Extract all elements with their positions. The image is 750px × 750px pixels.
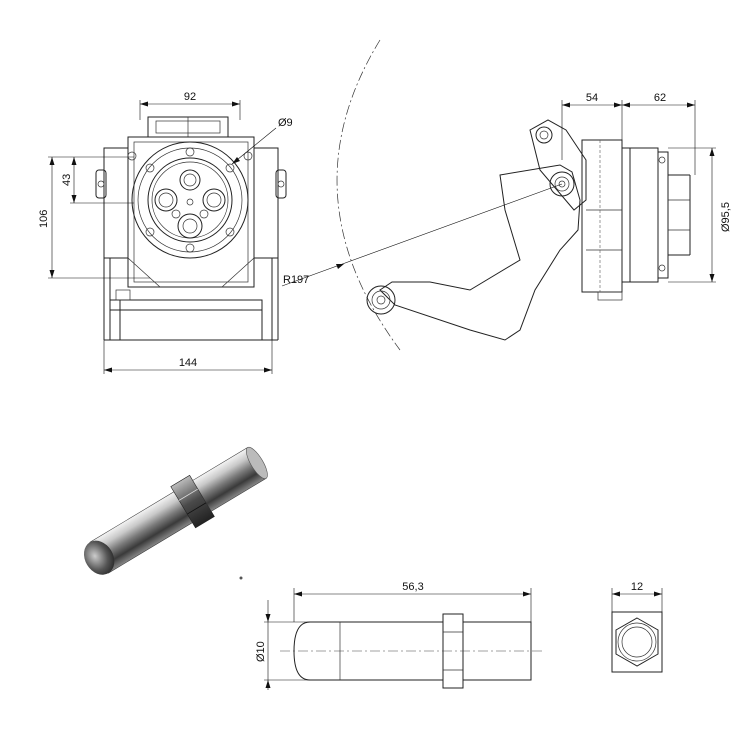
front-view	[95, 116, 287, 341]
dimension-pin-length: 56,3	[293, 581, 532, 622]
dim-label-total-height: 106	[38, 210, 50, 228]
dim-label-hex-flats: 12	[631, 581, 643, 593]
side-view	[336, 39, 691, 351]
dim-label-pin-diameter: Ø10	[255, 641, 267, 662]
dimension-side-depth: 62	[622, 92, 696, 175]
dim-label-front-width: 92	[184, 91, 196, 103]
dimension-front-width: 92	[139, 91, 241, 120]
dim-label-base-width: 144	[179, 357, 197, 369]
dimension-center-height: 43	[61, 156, 134, 204]
pin-end-view	[611, 611, 663, 673]
dim-label-side-depth: 62	[654, 92, 666, 104]
dimension-hex-flats: 12	[611, 581, 663, 612]
dimension-base-width: 144	[103, 340, 273, 374]
dimension-pin-diameter: Ø10	[255, 600, 310, 690]
pin-side-view	[239, 576, 545, 689]
dimension-hole-diameter: Ø9	[231, 117, 293, 165]
pin-3d-render	[83, 446, 268, 575]
dim-label-hole-diameter: Ø9	[278, 117, 293, 129]
dim-label-side-offset: 54	[586, 92, 598, 104]
dimension-swing-radius: R197	[281, 183, 563, 287]
dimension-total-height: 106	[38, 156, 150, 279]
dim-label-swing-radius: R197	[283, 274, 309, 286]
dimension-side-offset: 54	[561, 92, 623, 160]
dim-label-flange-diameter: Ø95,5	[720, 202, 732, 232]
dimension-flange-diameter: Ø95,5	[668, 147, 732, 283]
dim-label-pin-length: 56,3	[402, 581, 423, 593]
dim-label-center-height: 43	[61, 174, 73, 186]
